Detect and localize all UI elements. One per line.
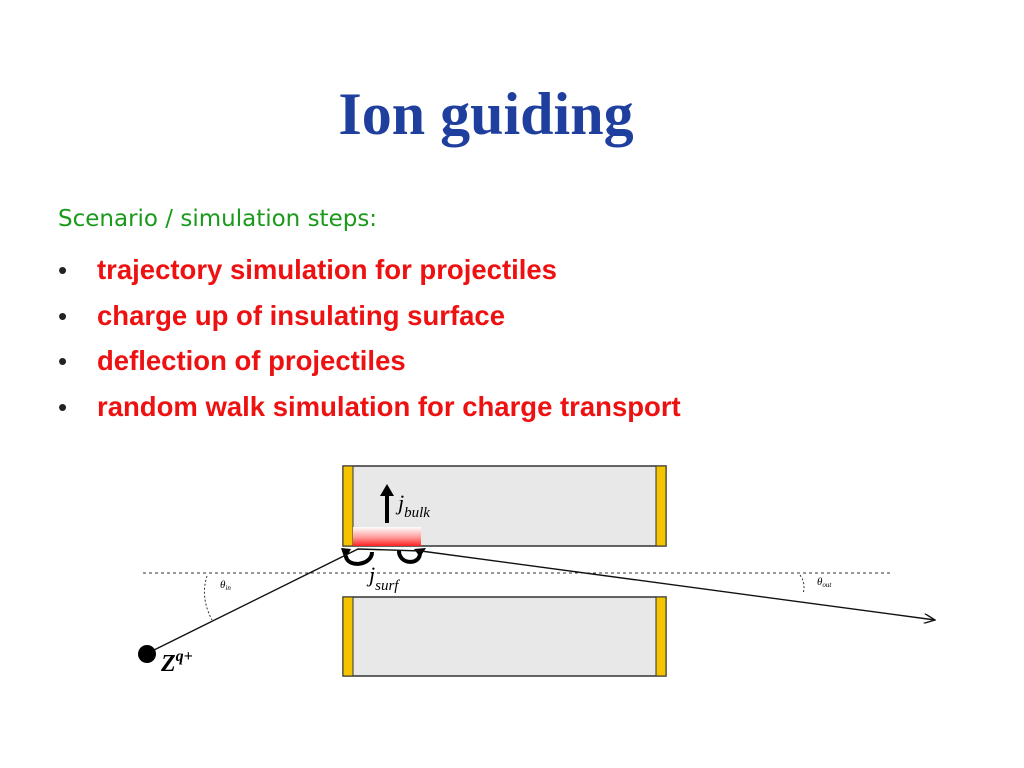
lower-capillary-plate — [342, 596, 667, 677]
surface-arrow-head-left — [341, 548, 351, 560]
bullet-dot: • — [58, 346, 68, 376]
ion-trajectory — [149, 548, 935, 653]
bullet-text: charge up of insulating surface — [97, 299, 505, 331]
lower-left-electrode — [342, 596, 354, 677]
page-title: Ion guiding — [338, 81, 634, 147]
bullet-text: deflection of projectiles — [97, 345, 406, 376]
bullet-item: • trajectory simulation for projectiles — [58, 254, 681, 300]
bullet-dot: • — [58, 255, 68, 285]
surface-arrow-head-right — [414, 548, 426, 557]
bullet-dot: • — [58, 300, 68, 331]
charge-patch — [353, 527, 421, 546]
ion-dot — [138, 645, 156, 663]
j-bulk-label: jbulk — [395, 490, 430, 521]
bullet-dot: • — [58, 391, 68, 422]
bullet-text: random walk simulation for charge transp… — [97, 390, 681, 422]
bulk-arrow-head — [380, 484, 394, 496]
theta-out-label: θout — [817, 576, 832, 589]
ion-label: Zq+ — [160, 648, 193, 677]
bullet-text: trajectory simulation for projectiles — [97, 254, 557, 285]
theta-in-arc — [203, 575, 213, 621]
upper-left-electrode — [342, 465, 354, 547]
j-surf-label: jsurf — [366, 562, 400, 594]
upper-right-electrode — [655, 465, 667, 547]
bullet-list: • trajectory simulation for projectiles •… — [58, 254, 681, 436]
bullet-item: • random walk simulation for charge trans… — [58, 391, 681, 437]
theta-out-arc — [799, 574, 805, 595]
bullet-item: • deflection of projectiles — [58, 345, 681, 391]
theta-in-label: θin — [220, 579, 231, 592]
lower-right-electrode — [655, 596, 667, 677]
section-subtitle: Scenario / simulation steps: — [58, 206, 378, 232]
surface-current-arrow-left — [344, 551, 374, 566]
bullet-item: • charge up of insulating surface — [58, 300, 681, 346]
